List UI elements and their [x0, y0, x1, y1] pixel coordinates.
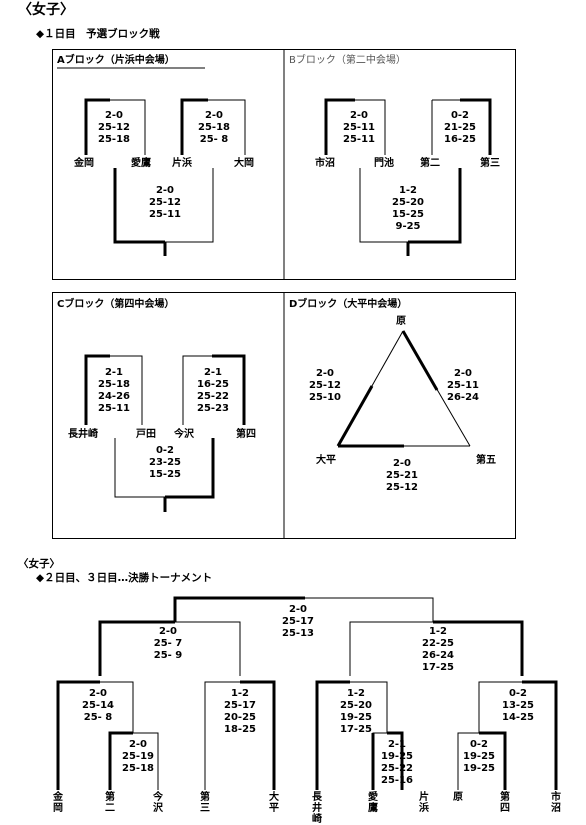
team-label: 第四 [500, 792, 510, 814]
team-label: 大岡 [234, 158, 254, 169]
day1-title: ◆１日目 予選ブロック戦 [36, 28, 160, 40]
block-d-title: Dブロック（大平中会場） [289, 299, 408, 310]
team-label: 金岡 [53, 792, 63, 814]
team-label: 市沼 [551, 792, 561, 814]
tournament-title: ◆２日目、３日目…決勝トーナメント [36, 572, 213, 584]
block-c-title: Cブロック（第四中会場） [57, 299, 175, 310]
team-label: 片浜 [419, 792, 429, 814]
team-label: 門池 [374, 158, 394, 169]
team-label: 片浜 [172, 158, 192, 169]
team-label: 愛鷹 [131, 158, 151, 169]
team-label: 戸田 [136, 429, 156, 440]
team-label: 市沼 [315, 158, 335, 169]
team-label: 大平 [269, 792, 279, 814]
team-label: 第五 [476, 455, 496, 466]
team-label: 大平 [316, 455, 336, 466]
team-label: 今沢 [174, 429, 194, 440]
team-label: 愛鷹 [368, 792, 378, 814]
team-label: 第二 [105, 792, 115, 814]
team-label: 長井崎 [68, 429, 98, 440]
team-label: 原 [396, 316, 406, 327]
team-label: 第四 [236, 429, 256, 440]
team-label: 第三 [200, 792, 210, 814]
block-b-title: Bブロック（第二中会場） [289, 55, 406, 66]
team-label: 今沢 [153, 792, 163, 814]
block-a-title: Aブロック（片浜中会場） [57, 55, 175, 66]
team-label: 第二 [420, 158, 440, 169]
page-header: 〈女子〉 [18, 2, 74, 18]
team-label: 原 [453, 792, 463, 803]
team-label: 金岡 [74, 158, 94, 169]
tournament-header: 〈女子〉 [18, 558, 60, 570]
team-label: 第三 [480, 158, 500, 169]
team-label: 長井崎 [312, 792, 322, 825]
